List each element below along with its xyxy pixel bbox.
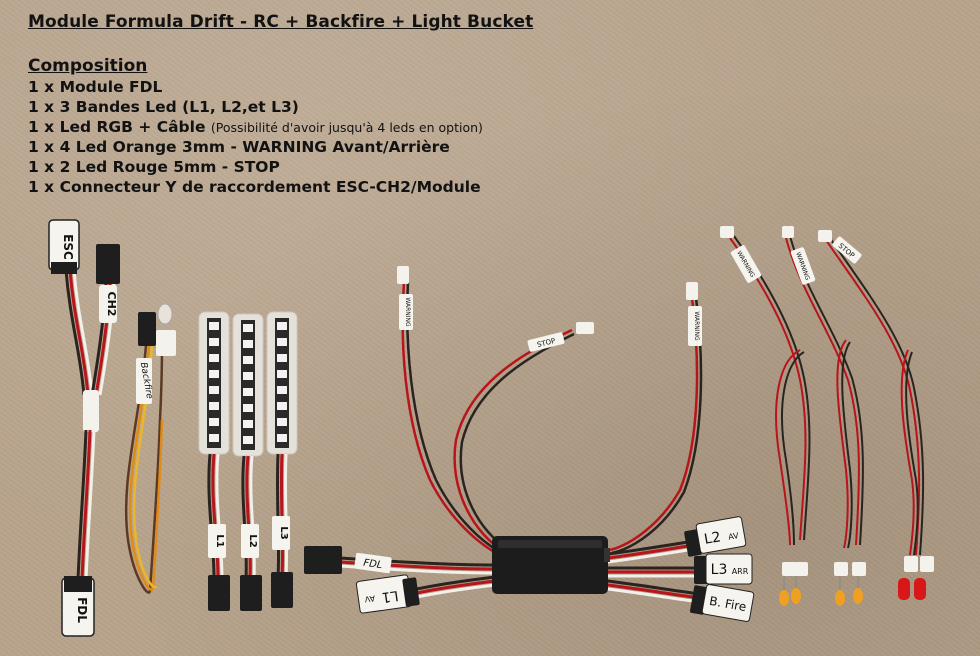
module-l2-label: L2 [703,529,722,548]
composition-heading: Composition [28,56,148,76]
led-strips: L1 L2 [198,311,298,611]
backfire-rgb-led-cable: Backfire [124,303,176,594]
warning-tag-left: WARNING [404,297,411,327]
composition-item: 1 x Connecteur Y de raccordement ESC-CH2… [28,178,481,196]
ch2-label: CH2 [105,292,118,317]
strip-l2-label: L2 [247,534,258,547]
module-fdl-label: FDL [363,558,383,572]
esc-label: ESC [61,234,75,260]
y-connector-cable: CH2 ESC FDL [48,219,120,637]
led-strip-l2: L2 [232,313,264,611]
strip-l3-label: L3 [278,526,289,539]
warning-led-rear: WARNING [782,226,866,606]
composition-item: 1 x 3 Bandes Led (L1, L2,et L3) [28,98,299,116]
module-bfire-label: B. Fire [708,594,747,614]
module-l3-label: L3 [711,562,728,578]
composition-item: 1 x Led RGB + Câble (Possibilité d'avoir… [28,118,483,136]
module-l3-sub-label: ARR [732,567,749,576]
composition-item-note: (Possibilité d'avoir jusqu'à 4 leds en o… [210,120,483,135]
composition-item: 1 x 2 Led Rouge 5mm - STOP [28,158,280,176]
fdl-plug-label: FDL [75,597,89,623]
stop-led: STOP [818,230,934,600]
warning-tag-right: WARNING [693,311,700,341]
warning-led-front: WARNING [720,226,811,606]
module-l1-label: L1 [381,587,400,605]
module-l2-sub-label: AV [728,531,740,542]
led-strip-l1: L1 [198,311,230,611]
led-strip-l3: L3 [266,311,298,608]
strip-l1-label: L1 [214,534,225,547]
module-l1-sub-label: AV [363,593,375,603]
composition-item: 1 x 4 Led Orange 3mm - WARNING Avant/Arr… [28,138,450,156]
fdl-module-assembly: FDL L1 AV L2 AV L3 ARR B. Fire WARNING [304,266,755,622]
page-title: Module Formula Drift - RC + Backfire + L… [28,12,534,32]
composition-item: 1 x Module FDL [28,78,163,96]
